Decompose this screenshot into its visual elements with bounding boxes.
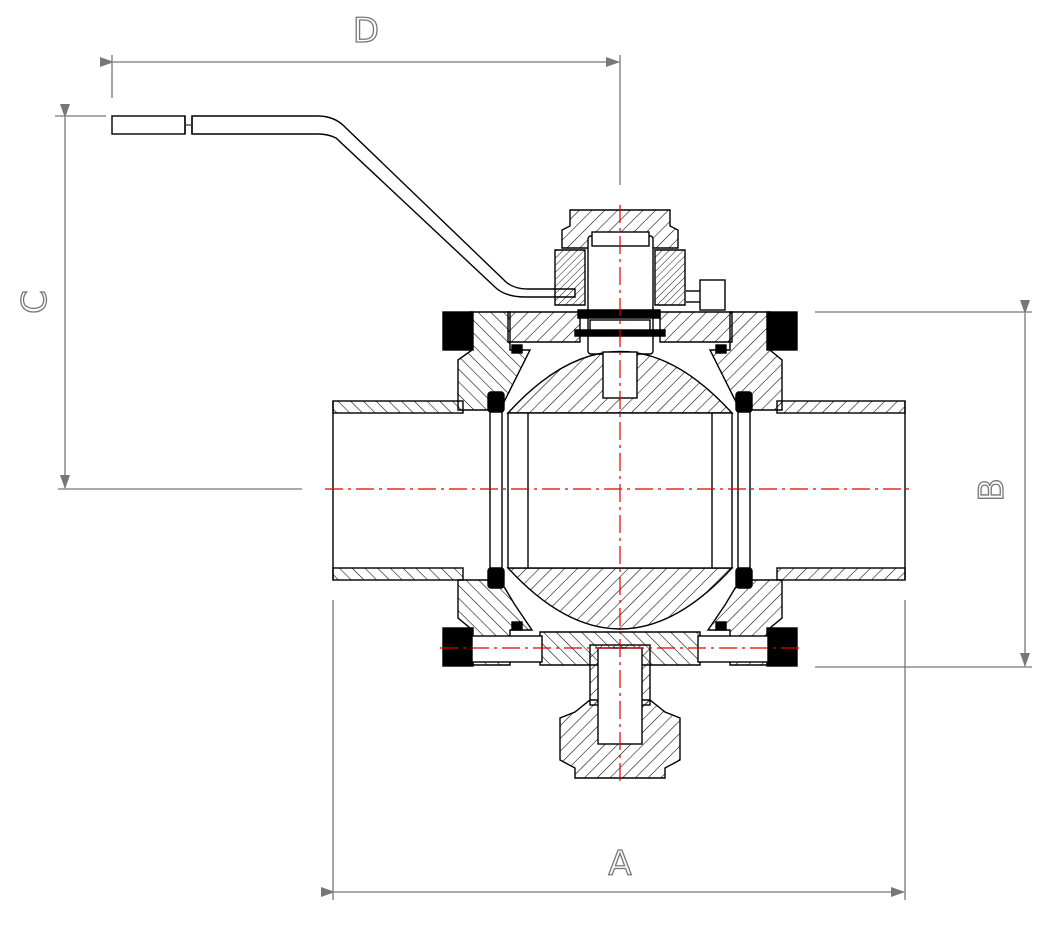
bolt-bottom-left (471, 635, 543, 663)
dim-label-d: D (353, 11, 379, 51)
bolt-bottom-right (697, 635, 769, 663)
dim-label-a: A (608, 844, 631, 884)
ball (506, 350, 734, 630)
lever-stop-block (699, 279, 726, 311)
clamp-seal-bottom-right (766, 627, 798, 667)
seats (487, 391, 753, 589)
disc-springs-right (654, 249, 686, 306)
clamp-seal-bottom-left (442, 627, 474, 667)
dim-label-b: B (972, 478, 1012, 501)
handle-grip-right (191, 115, 576, 298)
dimension-lines (55, 55, 1032, 900)
pipe-ends (332, 400, 906, 581)
clamp-seal-top-left (442, 311, 474, 351)
seat-left (489, 407, 503, 577)
pipe-right-bottom-wall (776, 567, 906, 581)
handle-break-mark (184, 116, 193, 134)
ball-bottom-section (506, 567, 734, 630)
pipe-right-top-wall (776, 400, 906, 414)
stem-slot (602, 351, 638, 399)
valve-body (442, 311, 798, 667)
handle-grip-left (111, 115, 186, 135)
disc-springs-left (554, 249, 586, 306)
clamp-seal-top-right (766, 311, 798, 351)
dim-label-c: C (15, 290, 55, 314)
lever-handle (111, 115, 576, 298)
stem-packing-black (577, 309, 661, 319)
pipe-left-bottom-wall (332, 567, 464, 581)
centerlines (325, 205, 910, 785)
bonnet-plate (507, 311, 581, 343)
pipe-left-top-wall (332, 400, 464, 414)
seat-right (737, 407, 751, 577)
